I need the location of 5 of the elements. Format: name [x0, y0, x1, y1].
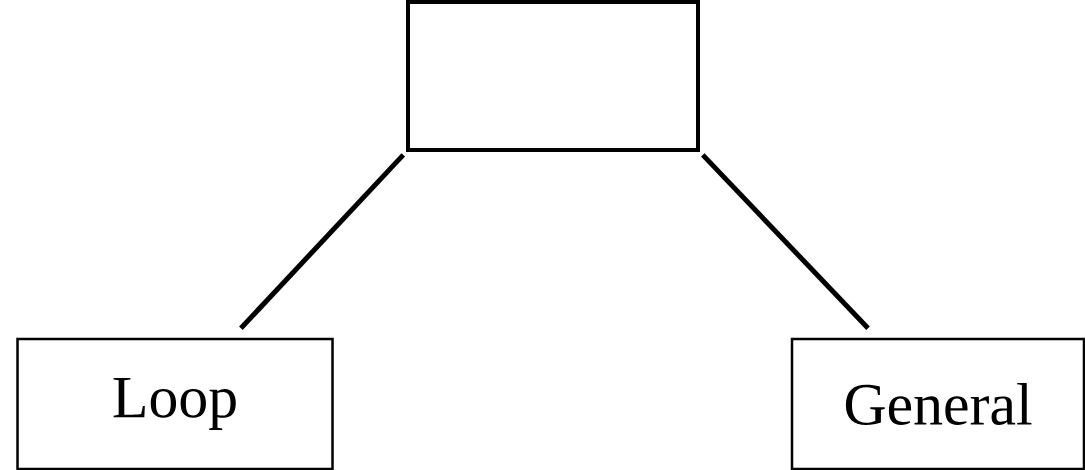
process-box — [406, 0, 700, 152]
connector-line — [239, 153, 406, 330]
process-box: Loop — [16, 337, 334, 470]
connector-line — [700, 153, 870, 331]
process-box: General — [790, 337, 1085, 470]
